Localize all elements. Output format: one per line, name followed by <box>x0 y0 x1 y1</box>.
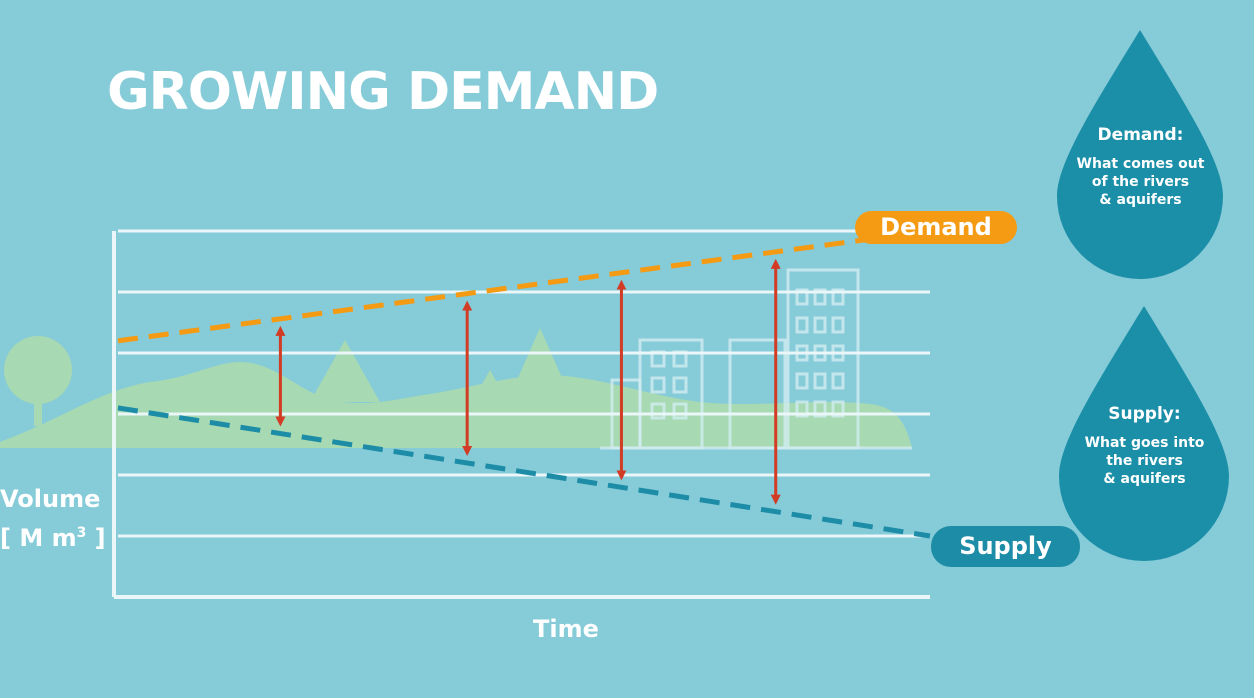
building-window <box>813 372 827 390</box>
water-drops <box>1057 30 1229 561</box>
y-axis-unit-superscript: 3 <box>76 525 87 541</box>
supply-drop-line-3: & aquifers <box>1103 471 1186 487</box>
page-title: GROWING DEMAND <box>107 62 659 122</box>
building-window <box>813 400 827 418</box>
demand-drop-title: Demand: <box>1097 125 1184 145</box>
demand-drop-line-1: What comes out <box>1076 156 1205 172</box>
building-window <box>831 372 845 390</box>
y-axis-label: Volume [ M m3 ] <box>0 482 110 555</box>
supply-series-label: Supply <box>931 526 1080 567</box>
building-window <box>831 316 845 334</box>
y-axis-label-text: Volume <box>0 485 101 513</box>
pine-tree <box>510 328 570 396</box>
demand-drop-line-3: & aquifers <box>1099 192 1182 208</box>
supply-drop-line-1: What goes into <box>1084 435 1205 451</box>
y-axis-unit-text: [ M m3 ] <box>0 524 106 552</box>
demand-series-label: Demand <box>855 211 1017 244</box>
building-window <box>831 288 845 306</box>
supply-drop-title: Supply: <box>1108 404 1181 424</box>
supply-series-line <box>117 405 931 539</box>
demand-series-line <box>117 228 931 344</box>
demand-water-drop-icon <box>1057 30 1223 279</box>
building-window <box>650 402 666 420</box>
building-window <box>813 316 827 334</box>
x-axis-label: Time <box>533 615 599 643</box>
building-window <box>831 400 845 418</box>
building-window <box>795 316 809 334</box>
y-axis-unit: [ M m3 ] <box>0 516 110 555</box>
building-window <box>795 288 809 306</box>
supply-drop-line-2: the rivers <box>1106 453 1183 469</box>
grid-lines <box>118 229 930 538</box>
building-window <box>795 372 809 390</box>
building-window <box>795 400 809 418</box>
tree-crown <box>4 336 72 404</box>
building-window <box>672 376 688 394</box>
supply-drop-text: Supply: What goes into the rivers & aqui… <box>1072 404 1217 488</box>
series-lines <box>117 228 931 539</box>
demand-drop-text: Demand: What comes out of the rivers & a… <box>1068 125 1213 209</box>
building-window <box>813 288 827 306</box>
supply-water-drop-icon <box>1059 306 1229 561</box>
gap-arrows <box>275 258 781 505</box>
building-window <box>672 402 688 420</box>
tree-trunk <box>34 398 42 426</box>
pine-tree <box>310 340 380 402</box>
building-window <box>650 376 666 394</box>
demand-drop-line-2: of the rivers <box>1091 174 1190 190</box>
axes <box>112 231 930 599</box>
pine-tree <box>470 370 510 406</box>
